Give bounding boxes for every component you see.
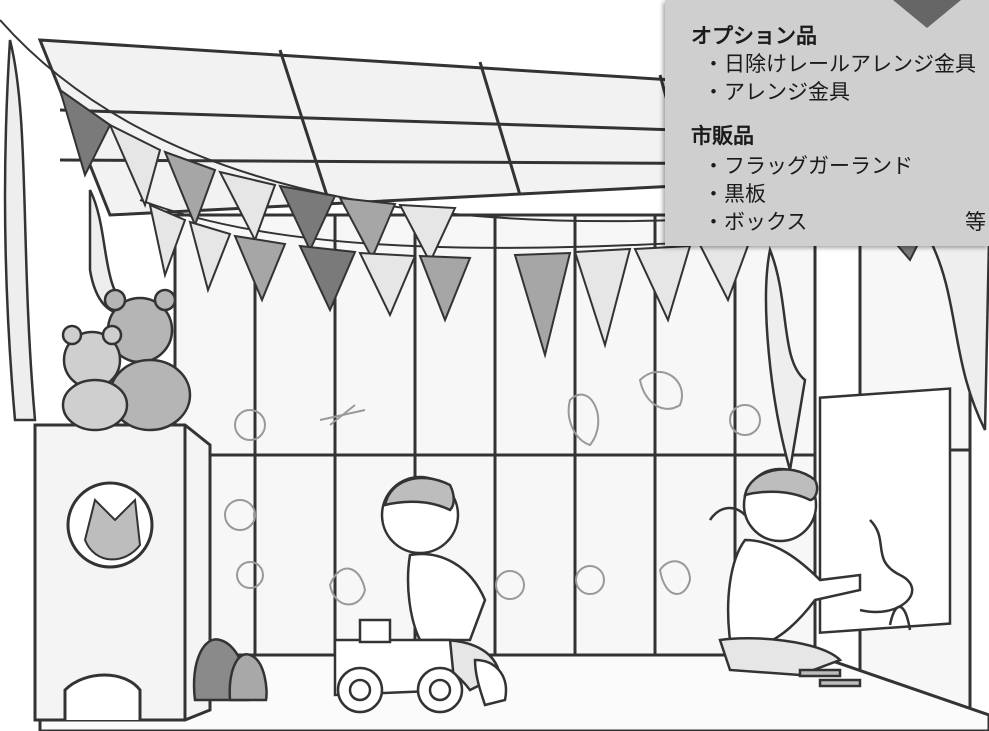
option-items-heading: オプション品 bbox=[691, 24, 817, 48]
market-item: ・黒板 bbox=[703, 182, 766, 206]
option-item: ・日除けレールアレンジ金具 bbox=[703, 52, 976, 76]
panel-pointer-triangle bbox=[893, 0, 961, 28]
market-item: ・フラッグガーランド bbox=[703, 154, 913, 178]
boy-on-toy-car bbox=[333, 475, 508, 714]
flag-garland bbox=[0, 19, 989, 359]
teddy-bears bbox=[61, 288, 192, 432]
girl-with-chalkboard bbox=[708, 387, 952, 688]
window-drawings bbox=[224, 370, 761, 606]
market-items-heading: 市販品 bbox=[691, 124, 754, 148]
floor-cones bbox=[192, 638, 268, 702]
option-item: ・アレンジ金具 bbox=[703, 80, 850, 104]
right-curtain bbox=[764, 238, 989, 471]
toy-cabinet bbox=[33, 423, 212, 722]
items-info-panel: オプション品 ・日除けレールアレンジ金具 ・アレンジ金具 市販品 ・フラッグガー… bbox=[665, 0, 989, 246]
etc-suffix: 等 bbox=[965, 210, 986, 234]
market-item: ・ボックス bbox=[703, 210, 808, 234]
